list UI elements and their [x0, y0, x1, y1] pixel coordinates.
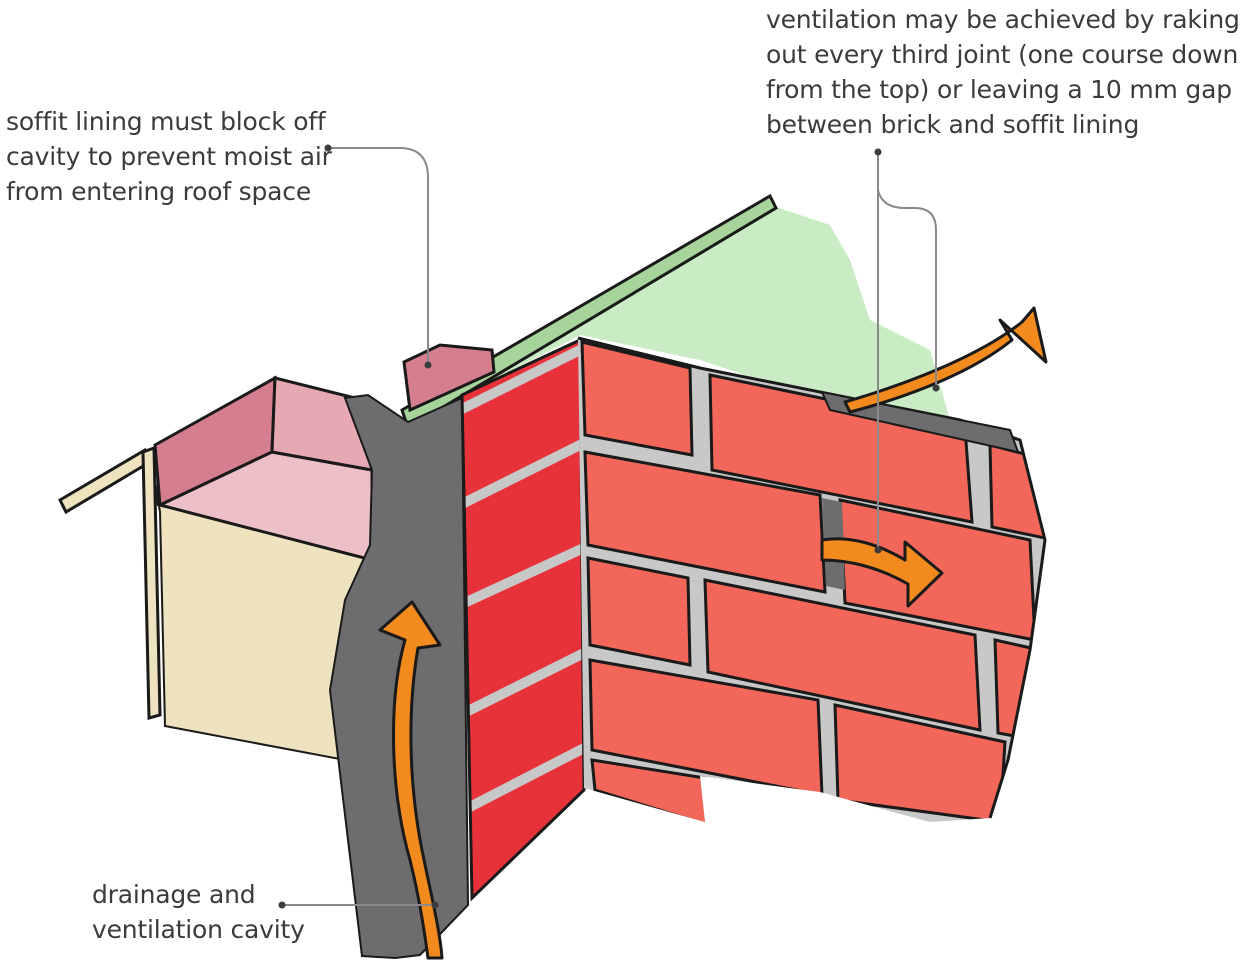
brick-front-face	[577, 336, 1047, 819]
side-mortar-joints	[462, 340, 584, 817]
ventilation-label: ventilation may be achieved by raking ou…	[766, 5, 1240, 139]
drainage-cavity-label: drainage and ventilation cavity	[92, 880, 305, 944]
soffit-gap-arrow	[843, 306, 1048, 414]
leader-lines	[282, 147, 937, 906]
cavity-up-arrow	[378, 600, 444, 960]
fascia-overhang	[58, 447, 152, 515]
brick-side-face	[460, 337, 586, 902]
roof-space	[410, 205, 950, 420]
raked-joint-arrow	[820, 537, 944, 608]
front-bricks	[580, 340, 1045, 822]
soffit-lining	[402, 343, 496, 413]
wall-stud	[141, 445, 162, 720]
brick-veneer-eaves-diagram	[58, 144, 1048, 960]
leader-vent-2	[877, 189, 937, 388]
leader-soffit	[328, 147, 429, 365]
leader-dots	[278, 144, 940, 909]
airflow-arrows	[378, 306, 1048, 960]
soffit-lining-label: soffit lining must block off cavity to p…	[6, 107, 332, 206]
